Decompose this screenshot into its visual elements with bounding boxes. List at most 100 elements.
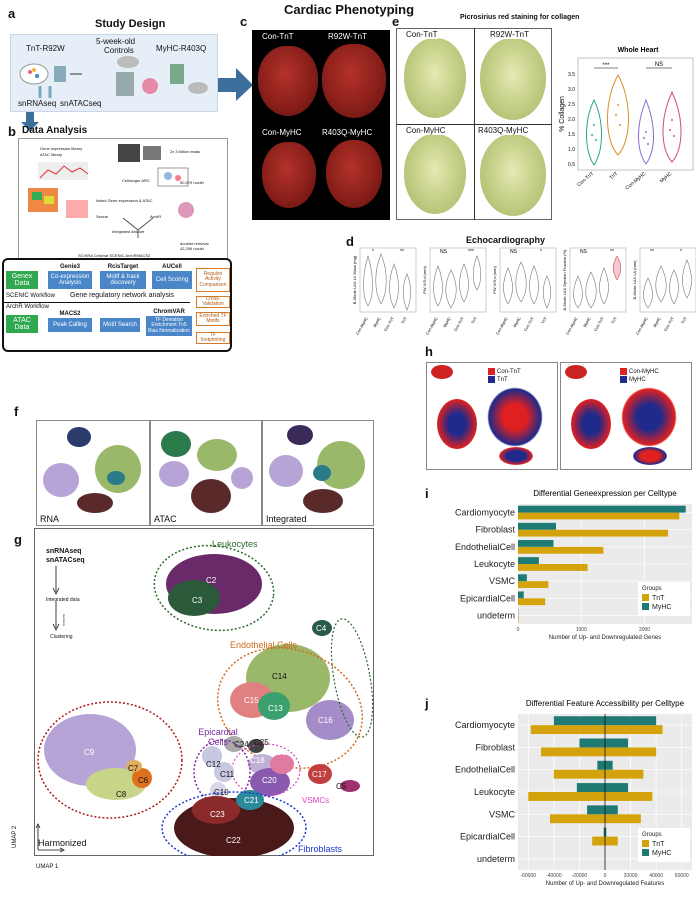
- bar-myhc: [518, 522, 556, 530]
- cluster-c16: C16: [318, 716, 333, 725]
- flow-step-0: snRNAseq: [46, 548, 82, 555]
- cluster-c2: C2: [206, 576, 217, 585]
- x-tick-label: 40000: [649, 873, 663, 879]
- violin-ytick-6: 3.5: [568, 72, 575, 78]
- violin-xcat-0: Con-TnT: [576, 171, 595, 188]
- panel-c-letter: c: [240, 14, 248, 29]
- x-axis-label: Number of Up- and Downregulated Features: [546, 881, 664, 887]
- violin-con-tnt: [586, 98, 602, 166]
- library-note: Gene expression library: [40, 146, 83, 151]
- x-tick-label: -20000: [572, 873, 588, 879]
- genex-data-box: Genex Data: [6, 271, 38, 289]
- x-tick-label: 0: [604, 873, 607, 879]
- seurat-note: Seurat: [96, 214, 108, 219]
- heart-r403q-myhc: [326, 140, 382, 208]
- atac-library-note: ATAC library: [40, 152, 63, 157]
- aucell-sub: Cell Scoring: [155, 276, 189, 283]
- x-tick-label: 60000: [675, 873, 689, 879]
- photo-label-r92w-tnt: R92W-TnT: [328, 32, 367, 41]
- legend-myhc: MyHC: [620, 376, 646, 383]
- cluster-c13: C13: [268, 704, 283, 713]
- snrnaseq-label: snRNAseq: [18, 99, 57, 108]
- echo-ylabel-3: B-Mode LAX Ejection Fraction (%): [562, 249, 567, 311]
- legend-myhc-label: MyHC: [629, 377, 646, 384]
- bar-myhc: [518, 557, 539, 564]
- umap-rna: [36, 420, 150, 526]
- photo-label-r403q-myhc: R403Q-MyHC: [322, 128, 373, 137]
- echo-plot-3: B-Mode LAX Ejection Fraction (%) NS ** C…: [562, 247, 627, 336]
- cross-validation-box: Cross-Validation: [196, 296, 230, 308]
- photo-label-con-tnt: Con-TnT: [262, 32, 294, 41]
- umap2-label: UMAP 2: [12, 825, 18, 848]
- cluster-c15: C15: [244, 696, 259, 705]
- bar-myhc: [518, 574, 527, 582]
- data-analysis-illustration: [28, 144, 194, 238]
- panel-g-letter: g: [14, 532, 22, 547]
- violin-con-myhc: [638, 98, 654, 165]
- violin-ytick-5: 3.0: [568, 87, 575, 93]
- category-label: Fibroblast: [475, 742, 515, 752]
- violin-ytick-3: 2.0: [568, 117, 575, 123]
- panel-j-letter: j: [425, 696, 429, 711]
- doublet-note: doublet removal: [180, 241, 209, 246]
- x-axis-label: Number of Up- and Downregulated Genes: [549, 635, 661, 641]
- rcistarget-title: RcisTarget: [107, 264, 139, 270]
- x-tick-label: -60000: [520, 873, 536, 879]
- echo-sig-3a: NS: [580, 249, 588, 255]
- enriched-tf-box: Enriched TF Motifs: [196, 312, 230, 326]
- scenic-workflow-label: SCENIC Workflow: [6, 293, 55, 299]
- violin-tnt: [607, 73, 629, 156]
- violin-xcat-2: Con-MyHC: [624, 171, 647, 192]
- chart-i: Differential Geneexpression per Celltype…: [455, 489, 692, 641]
- myhc-r403q-label: MyHC-R403Q: [156, 44, 207, 53]
- violin-myhc: [662, 90, 682, 163]
- bar-tnt: [530, 725, 663, 735]
- panel-d-letter: d: [346, 234, 354, 249]
- x-tick-label: 0: [517, 627, 520, 633]
- cluster-c21: C21: [244, 796, 259, 805]
- cluster-c4: C4: [316, 624, 327, 633]
- legend-label-myhc: MyHC: [652, 850, 671, 857]
- echo-xcat-2-3: TnT: [540, 316, 548, 325]
- chart-title: Differential Geneexpression per Celltype: [533, 489, 677, 498]
- echo-xcat-1-1: MyHC: [442, 316, 452, 328]
- bar-tnt: [518, 598, 546, 606]
- echo-sig-2a: NS: [510, 249, 518, 255]
- flow-arrows: [52, 566, 60, 631]
- echo-xcat-2-1: MyHC: [512, 316, 522, 328]
- bar-tnt: [518, 546, 604, 554]
- legend-con-tnt: Con-TnT: [488, 368, 521, 375]
- violin-sig-2: NS: [655, 62, 663, 68]
- five-week-label: 5-week-old: [96, 37, 136, 46]
- echo-xcat-4-0: Con-MyHC: [635, 316, 649, 336]
- cluster-c3: C3: [192, 596, 203, 605]
- harmonized-umap-box: [34, 528, 374, 856]
- bar-tnt: [518, 512, 680, 520]
- legend-swatch-myhc: [642, 849, 649, 856]
- echo-xcat-2-0: Con-MyHC: [495, 316, 509, 336]
- x-tick-label: 1000: [576, 627, 587, 633]
- violin-sig-1: ***: [602, 63, 610, 69]
- snatacseq-label: snATACseq: [60, 99, 102, 108]
- regulon-box: Regulon Activity Comparison: [196, 268, 230, 292]
- legend-con-myhc-label: Con-MyHC: [629, 369, 659, 376]
- stain-r403q-myhc: [480, 134, 546, 216]
- stain-con-tnt: [404, 38, 466, 118]
- tnt-r92w-label: TnT-R92W: [26, 44, 65, 53]
- echo-sig-3b: **: [610, 249, 614, 255]
- archr-note: ArchR: [150, 214, 162, 219]
- cluster-c7: C7: [128, 764, 139, 773]
- echo-sig-1a: NS: [440, 249, 448, 255]
- category-label: Cardiomyocyte: [455, 720, 515, 730]
- arrow-down-icon: [21, 112, 39, 131]
- rcistarget-sub: Motif & track discovery: [106, 273, 140, 286]
- echo-xcat-4-1: MyHC: [652, 316, 662, 328]
- echo-sig-0b: **: [400, 249, 404, 255]
- violin-ytick-2: 1.5: [568, 132, 575, 138]
- echo-sig-1b: ***: [468, 249, 474, 255]
- bar-myhc: [518, 591, 524, 599]
- harmonized-umap: [35, 544, 374, 856]
- echo-ylabel-2: PW IVS;s (mm): [492, 266, 497, 294]
- echo-xcat-3-1: MyHC: [582, 316, 592, 328]
- tf-footprinting-box: TF footprinting: [196, 332, 230, 344]
